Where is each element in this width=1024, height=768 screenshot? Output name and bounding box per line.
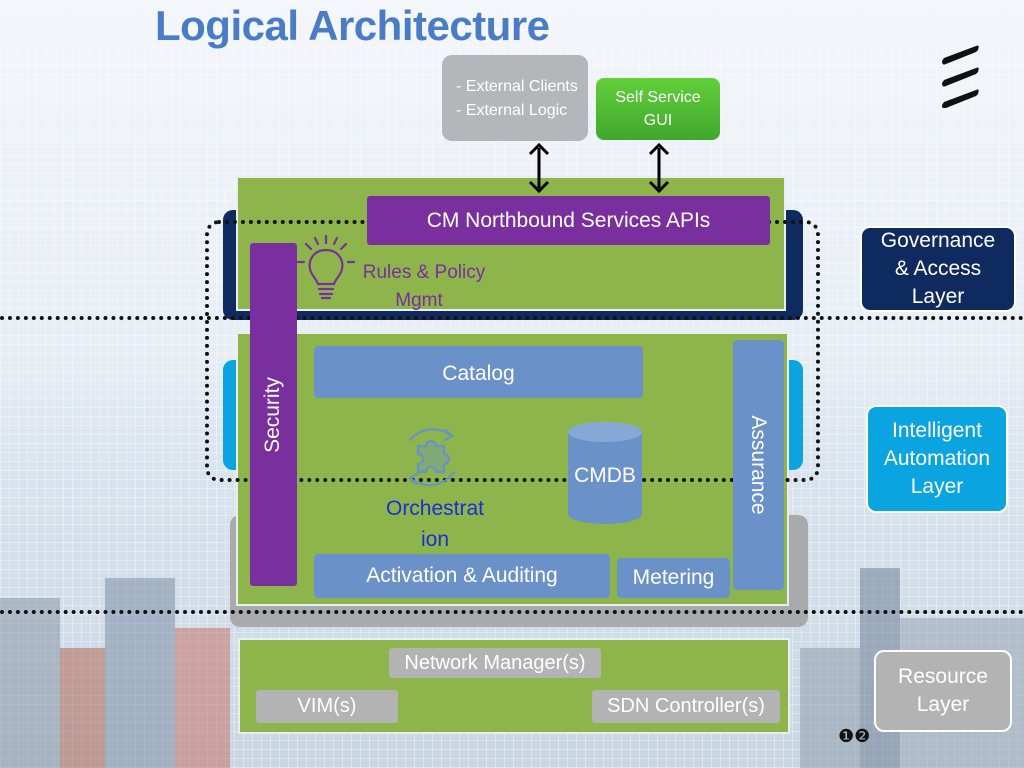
puzzle-cycle-icon xyxy=(408,428,456,487)
assurance-bar[interactable]: Assurance xyxy=(733,340,784,590)
lightbulb-icon xyxy=(296,234,356,300)
resource-layer-box[interactable]: Resource Layer xyxy=(874,650,1012,732)
metering-box[interactable]: Metering xyxy=(617,558,730,598)
ericsson-logo-icon xyxy=(942,45,979,108)
catalog-box[interactable]: Catalog xyxy=(314,346,643,398)
governance-line3: Layer xyxy=(911,285,965,308)
self-service-gui-box[interactable]: Self Service GUI xyxy=(596,78,720,140)
cmdb-label: CMDB xyxy=(574,464,636,487)
automation-line2: Automation xyxy=(883,447,991,470)
double-arrow-icon xyxy=(648,142,670,194)
double-arrow-icon xyxy=(528,142,550,194)
network-manager-box[interactable]: Network Manager(s) xyxy=(389,648,601,678)
page-title: Logical Architecture xyxy=(155,2,550,49)
vim-box[interactable]: VIM(s) xyxy=(256,690,398,723)
rules-line2: Mgmt xyxy=(395,290,443,311)
security-label: Security xyxy=(261,377,284,453)
rules-policy-label: Rules & Policy Mgmt xyxy=(354,259,494,315)
layer-divider-top xyxy=(0,316,1024,320)
self-service-line2: GUI xyxy=(643,112,673,129)
external-logic-label: - External Logic xyxy=(456,102,568,119)
city-skyline-decoration xyxy=(0,538,1024,768)
resource-line1: Resource xyxy=(898,665,988,688)
page-markers: ❶❷ xyxy=(838,726,871,746)
governance-line2: & Access xyxy=(894,257,982,280)
governance-line1: Governance xyxy=(880,229,996,252)
governance-layer-box[interactable]: Governance & Access Layer xyxy=(860,226,1016,312)
orchestration-label: Orchestrat ion xyxy=(370,493,500,555)
orchestration-line1: Orchestrat xyxy=(385,497,485,520)
self-service-line1: Self Service xyxy=(615,89,701,106)
security-bar[interactable]: Security xyxy=(250,243,297,586)
layer-divider-bottom xyxy=(0,610,1024,614)
database-cylinder-icon xyxy=(568,422,642,524)
resource-line2: Layer xyxy=(916,693,970,716)
activation-auditing-box[interactable]: Activation & Auditing xyxy=(314,554,610,598)
assurance-label: Assurance xyxy=(747,415,770,515)
cmdb-database[interactable]: CMDB xyxy=(566,420,644,526)
external-clients-label: - External Clients xyxy=(456,78,578,95)
rules-line1: Rules & Policy xyxy=(362,262,486,283)
automation-line1: Intelligent xyxy=(892,419,982,442)
orchestration-line2: ion xyxy=(420,528,450,551)
sdn-controller-box[interactable]: SDN Controller(s) xyxy=(592,690,780,723)
cm-northbound-apis-box[interactable]: CM Northbound Services APIs xyxy=(367,196,770,245)
automation-line3: Layer xyxy=(910,475,964,498)
automation-layer-box[interactable]: Intelligent Automation Layer xyxy=(866,405,1008,513)
external-clients-box[interactable]: - External Clients - External Logic xyxy=(442,55,588,141)
